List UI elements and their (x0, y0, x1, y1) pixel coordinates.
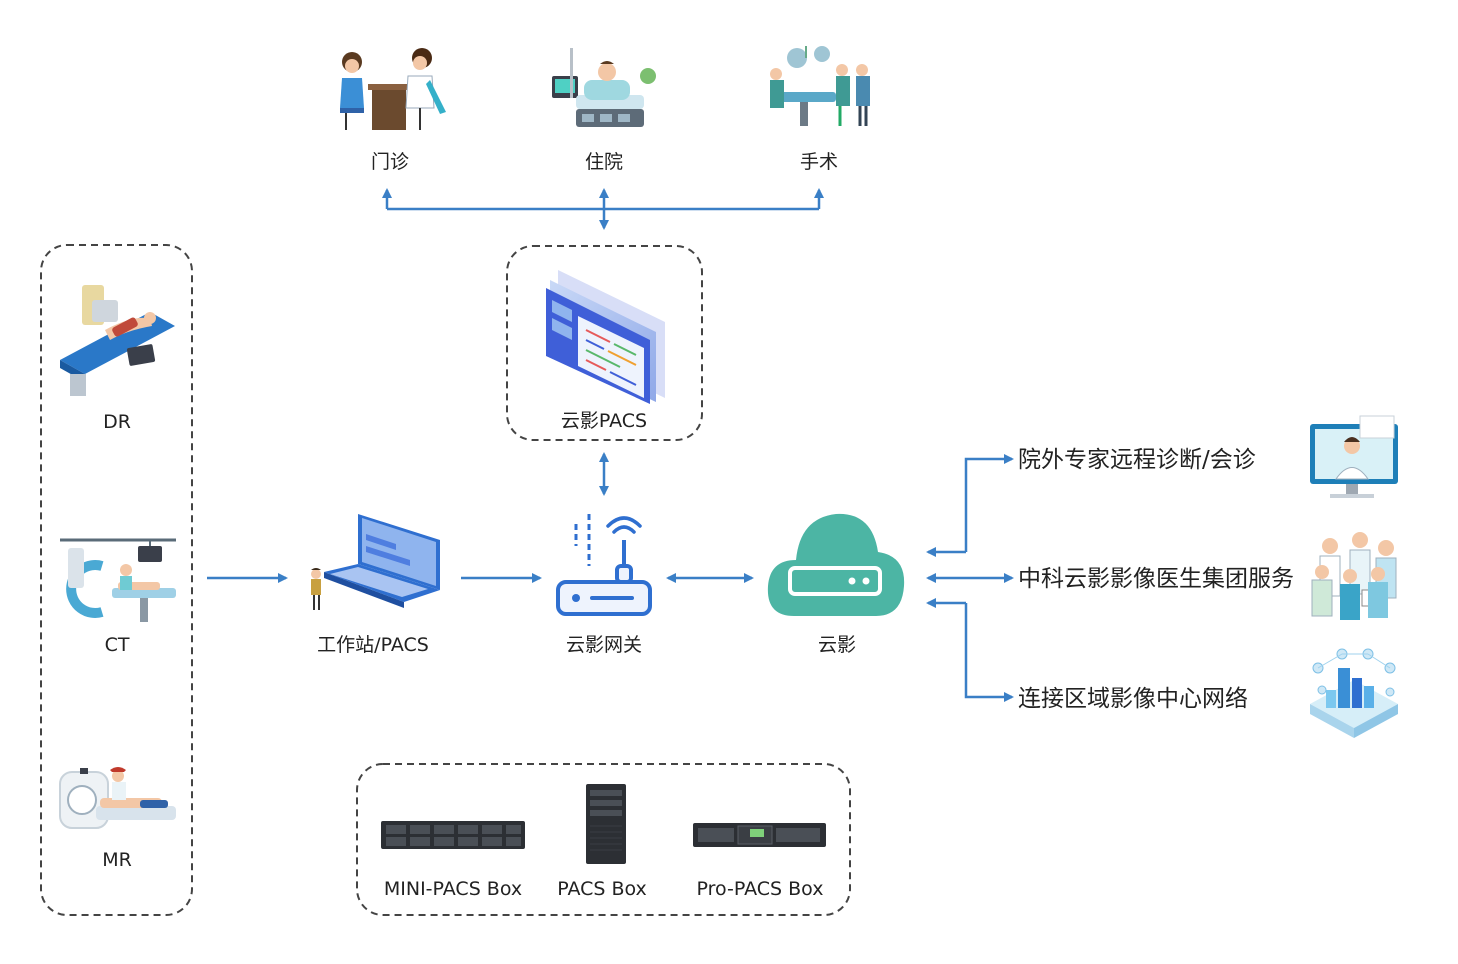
outpatient-label: 门诊 (371, 151, 409, 173)
workstation-label: 工作站/PACS (317, 634, 429, 656)
mr-label: MR (102, 849, 132, 871)
pro-pacs-box-label: Pro-PACS Box (697, 878, 824, 900)
remote-doctor-icon (1310, 415, 1398, 498)
tower-server-icon (586, 784, 626, 864)
doctor-group-icon (1311, 532, 1397, 620)
rack-server-icon (381, 821, 525, 849)
surgery-label: 手术 (800, 151, 838, 173)
cloud-pacs-screen-icon (546, 270, 665, 404)
inpatient-scene-icon (552, 48, 656, 127)
cloud-pacs-label: 云影PACS (561, 410, 647, 432)
outpatient-scene-icon (340, 48, 446, 130)
regional-network-icon (1310, 648, 1398, 738)
pacs-box-group (356, 763, 851, 916)
inpatient-label: 住院 (585, 151, 623, 173)
ct-machine-icon (60, 538, 176, 622)
laptop-icon (311, 514, 440, 610)
service-group-label: 中科云影影像医生集团服务 (1018, 566, 1294, 592)
dr-machine-icon (60, 285, 175, 396)
cloud-pacs-box (506, 245, 703, 441)
router-icon (556, 514, 652, 616)
ct-label: CT (105, 634, 130, 656)
mini-pacs-box-label: MINI-PACS Box (384, 878, 522, 900)
dr-label: DR (103, 411, 131, 433)
cloud-label: 云影 (818, 634, 856, 656)
service-network-label: 连接区域影像中心网络 (1018, 686, 1248, 712)
surgery-scene-icon (770, 46, 870, 126)
modality-group-box (40, 244, 193, 916)
pacs-box-label: PACS Box (557, 878, 647, 900)
pro-server-icon (693, 823, 826, 847)
mr-machine-icon (59, 767, 176, 829)
connectors (207, 188, 1014, 702)
service-remote-label: 院外专家远程诊断/会诊 (1018, 447, 1256, 473)
cloud-icon (767, 513, 905, 616)
gateway-label: 云影网关 (566, 634, 642, 656)
